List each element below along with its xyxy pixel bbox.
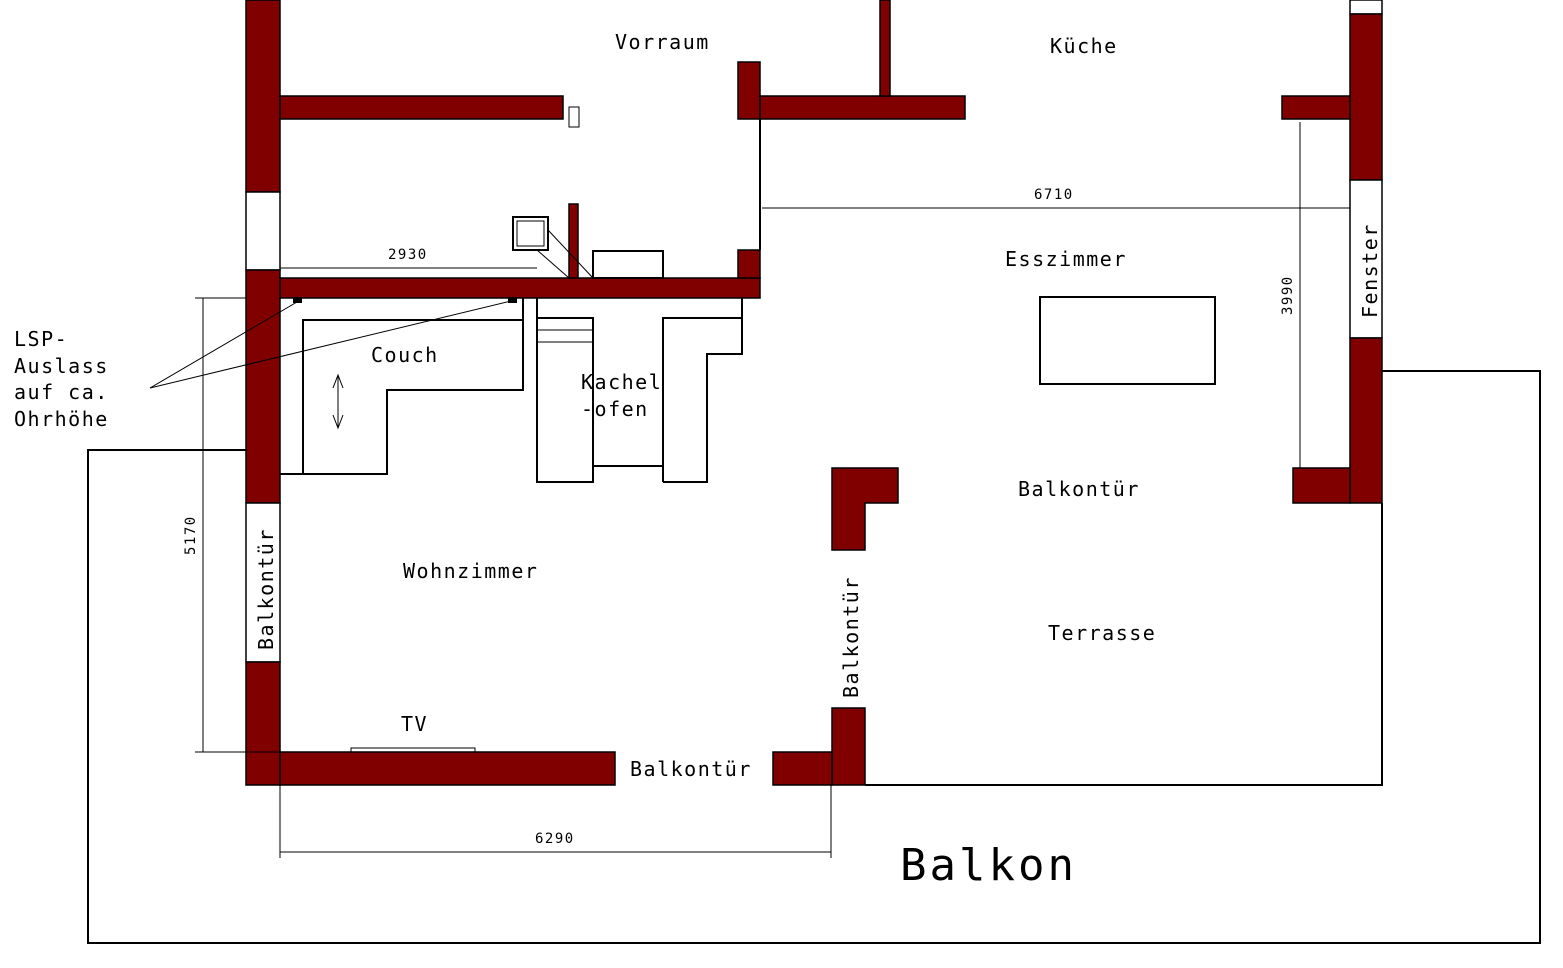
room-terrasse: Terrasse [1048,621,1156,645]
dim-6710: 6710 [1034,187,1074,203]
label-kachelofen-2: -ofen [581,397,649,421]
room-wohnzimmer: Wohnzimmer [403,559,538,583]
walls [245,0,1383,786]
label-window: Fenster [1358,223,1382,318]
label-door-middle: Balkontür [839,576,863,698]
dimension-lines [195,122,1350,858]
label-couch: Couch [371,343,439,367]
label-door-bottom: Balkontür [630,757,752,781]
dim-5170: 5170 [183,515,199,555]
window-left [245,191,281,271]
dining-table [1039,296,1216,385]
dim-3990: 3990 [1280,275,1296,315]
note-line-3: auf ca. [14,380,109,404]
tv-stand [350,747,476,753]
room-balkon: Balkon [900,840,1077,891]
note-line-2: Auslass [14,354,109,378]
room-kueche: Küche [1050,34,1118,58]
room-vorraum: Vorraum [615,30,710,54]
label-tv: TV [401,712,428,736]
balcony-outline [87,370,1541,944]
label-door-right: Balkontür [1018,477,1140,501]
couch-outline [280,319,524,475]
note-line-4: Ohrhöhe [14,407,109,431]
room-esszimmer: Esszimmer [1005,247,1127,271]
furniture [149,216,1216,753]
dim-2930: 2930 [388,247,428,263]
terrace-outline [865,503,1383,786]
label-door-left: Balkontür [254,528,278,650]
label-kachelofen-1: Kachel [581,370,662,394]
kachelofen-outline [536,317,594,483]
window-right [1349,179,1383,339]
note-line-1: LSP- [14,327,68,351]
dim-6290: 6290 [535,831,575,847]
